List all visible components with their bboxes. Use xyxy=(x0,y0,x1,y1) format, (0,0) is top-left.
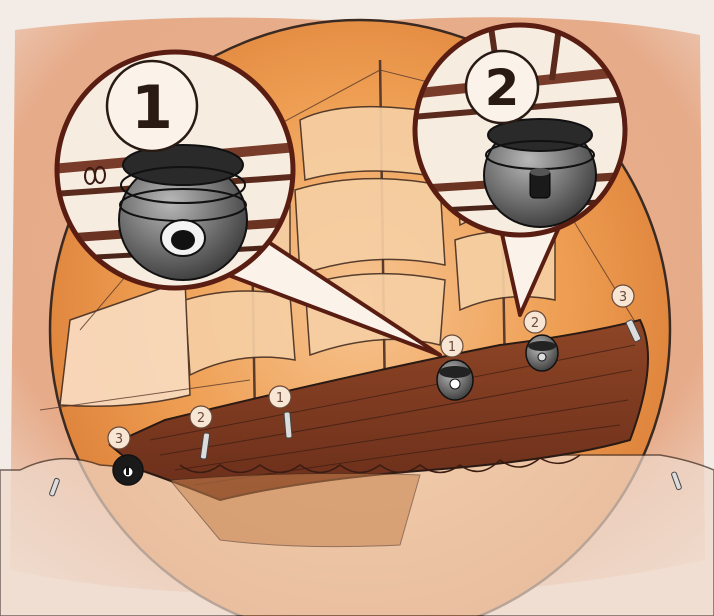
marker-3-left: 3 xyxy=(108,427,130,449)
spool-1-on-hull xyxy=(437,360,473,400)
svg-text:1: 1 xyxy=(448,340,456,355)
svg-text:3: 3 xyxy=(115,432,123,447)
marker-1-left: 1 xyxy=(269,386,291,408)
svg-text:2: 2 xyxy=(197,411,205,426)
svg-text:1: 1 xyxy=(131,73,173,143)
marker-2-center: 2 xyxy=(524,311,546,333)
spool-2-on-hull xyxy=(526,335,558,371)
svg-text:3: 3 xyxy=(619,290,627,305)
marker-1-center: 1 xyxy=(441,335,463,357)
svg-text:2: 2 xyxy=(531,316,539,331)
svg-text:2: 2 xyxy=(485,59,520,117)
spool-3-on-hull xyxy=(113,455,143,485)
marker-3-right: 3 xyxy=(612,285,634,307)
svg-text:1: 1 xyxy=(276,391,284,406)
marker-2-left: 2 xyxy=(190,406,212,428)
